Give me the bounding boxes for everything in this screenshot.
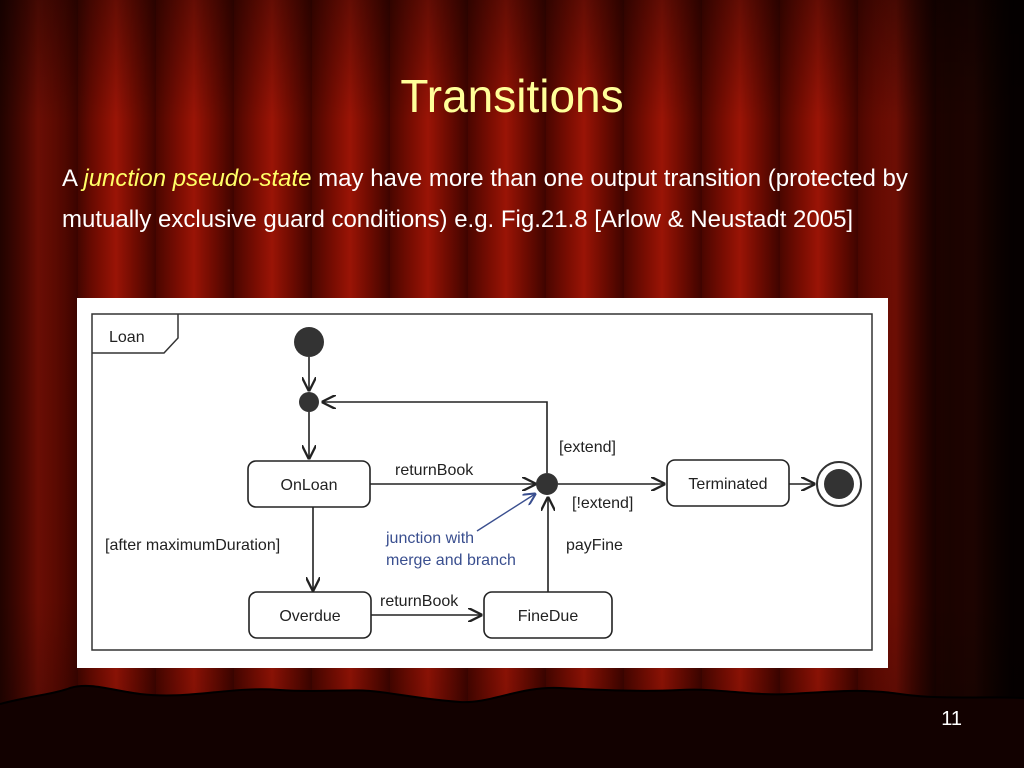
state-overdue-label: Overdue <box>279 608 340 625</box>
payfine-label: payFine <box>566 537 623 554</box>
annotation-line2: merge and branch <box>386 552 516 569</box>
state-onloan-label: OnLoan <box>281 477 338 494</box>
not-extend-label: [!extend] <box>572 495 633 512</box>
state-diagram-figure: Loan OnLoan returnBook [extend] [!extend… <box>77 298 888 668</box>
slide-title: Transitions <box>400 70 624 122</box>
returnbook-label-top: returnBook <box>395 462 474 479</box>
extend-transition <box>323 402 548 473</box>
upper-junction <box>299 392 319 412</box>
curtain-hem <box>0 684 1024 768</box>
state-terminated <box>666 459 790 507</box>
frame-label: Loan <box>109 329 145 346</box>
body-term: junction pseudo-state <box>83 165 312 192</box>
frame-tab <box>92 314 179 354</box>
returnbook-label-bottom: returnBook <box>380 593 459 610</box>
state-terminated-label: Terminated <box>688 476 767 493</box>
after-max-label: [after maximumDuration] <box>105 537 280 554</box>
central-junction <box>536 473 558 495</box>
initial-state <box>294 327 324 357</box>
loan-frame <box>91 313 873 651</box>
annotation-pointer <box>476 494 535 532</box>
state-diagram: Loan OnLoan returnBook [extend] [!extend… <box>91 313 873 651</box>
extend-label: [extend] <box>559 439 616 456</box>
body-intro: A <box>62 165 84 192</box>
body-rest: may have more than one output transition… <box>62 165 908 233</box>
final-state <box>824 469 854 499</box>
annotation-line1: junction with <box>385 530 474 547</box>
state-finedue-label: FineDue <box>518 608 579 625</box>
slide-body-text: A junction pseudo-state may have more th… <box>62 158 942 240</box>
page-number: 11 <box>941 708 962 730</box>
